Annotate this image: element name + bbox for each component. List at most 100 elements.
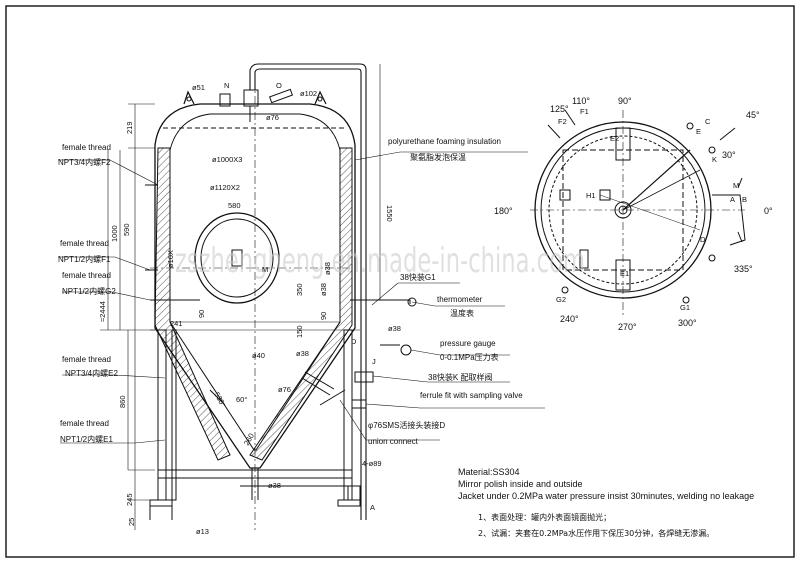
angle-300: 300° [678, 318, 697, 328]
dim-m: M [262, 265, 268, 274]
angle-0: 0° [764, 206, 773, 216]
angle-30: 30° [722, 150, 736, 160]
angle-240: 240° [560, 314, 579, 324]
dim-v860: 860 [118, 395, 127, 408]
gauge-en: pressure gauge [440, 339, 496, 348]
dim-d1120x2: ø1120X2 [210, 183, 240, 192]
thermometer-en: thermometer [437, 295, 483, 304]
dim-a60: 60° [236, 395, 247, 404]
dim-d38-right: ø38 [319, 283, 328, 296]
angle-45: 45° [746, 110, 760, 120]
note-cn2: 2、试漏：夹套在0.2MPa水压作用下保压30分钟，各焊缝无渗漏。 [478, 529, 715, 538]
port-m: M [733, 181, 739, 190]
dim-d51: ø51 [192, 83, 205, 92]
dim-v25: 25 [127, 518, 136, 526]
dim-d: D [351, 337, 357, 346]
dim-d76-top: ø76 [266, 113, 279, 122]
dim-d38-k: ø38 [388, 324, 401, 333]
g1-label: 38快装G1 [400, 272, 436, 282]
leader-lines [58, 151, 545, 444]
sampling-cn: 38快装K 配取样阀 [428, 372, 492, 382]
dim-a: A [370, 503, 375, 512]
insulation-cn: 聚氨脂发泡保温 [410, 152, 466, 162]
gauge-cn: 0-0.1MPa压力表 [440, 352, 499, 362]
port-d: D [700, 235, 706, 244]
drawing-border [5, 5, 795, 558]
callout-e1-en: female thread [60, 419, 109, 428]
left-callouts: female thread NPT3/4内螺F2 female thread N… [58, 143, 118, 444]
port-g2: G2 [556, 295, 566, 304]
dim-v219: 219 [125, 121, 134, 134]
angle-90: 90° [618, 96, 632, 106]
note-jacket: Jacket under 0.2MPa water pressure insis… [458, 491, 755, 501]
dim-v1000: 1000 [110, 225, 119, 242]
port-h1: H1 [586, 191, 596, 200]
dim-d13: ø13 [196, 527, 209, 536]
callout-e2-spec: NPT3/4内螺E2 [65, 368, 118, 378]
dim-h90-left: 90 [197, 310, 206, 318]
port-a: A [730, 195, 735, 204]
callout-f1-en: female thread [60, 239, 109, 248]
union-cn: φ76SMS活接头装接D [368, 420, 445, 430]
angle-110: 110° [572, 96, 590, 106]
port-k: K [712, 155, 717, 164]
callout-f2-spec: NPT3/4内螺F2 [58, 157, 111, 167]
watermark: zszhengheng.en.made-in-china.com [175, 241, 585, 281]
insulation-en: polyurethane foaming insulation [388, 137, 501, 146]
angle-180: 180° [494, 206, 513, 216]
dim-d40: ø40 [252, 351, 265, 360]
callout-e1-spec: NPT1/2内螺E1 [60, 434, 113, 444]
dim-d1000x3: ø1000X3 [212, 155, 242, 164]
tank-plan-view [530, 109, 746, 318]
dim-d38-bottom: ø38 [268, 481, 281, 490]
left-dimension-lines [100, 64, 381, 530]
dim-j: J [372, 357, 376, 366]
dim-o: O [276, 81, 282, 90]
insulation-right [249, 147, 353, 461]
dim-h241: 241 [170, 319, 183, 328]
side-dimensions: ø51 N O ø102 ø76 ø1000X3 ø1120X2 580 ø16… [98, 81, 401, 536]
port-f1: F1 [580, 107, 589, 116]
plan-angles: 90° 110° 125° 45° 30° 0° 180° 240° 270° … [494, 96, 773, 332]
callout-g2-en: female thread [62, 271, 111, 280]
port-g1: G1 [680, 303, 690, 312]
port-e: E [696, 127, 701, 136]
dim-w580: 580 [228, 201, 241, 210]
dim-v1550: 1550 [385, 205, 394, 222]
angle-270: 270° [618, 322, 637, 332]
dim-h350: 350 [295, 283, 304, 296]
port-b: B [742, 195, 747, 204]
note-material: Material:SS304 [458, 467, 520, 477]
sampling-en: ferrule fit with sampling valve [420, 391, 523, 400]
note-cn1: 1、表面处理：罐内外表面镜面抛光； [478, 513, 612, 522]
port-f2: F2 [558, 117, 567, 126]
port-e1: E1 [620, 269, 629, 278]
dim-n: N [224, 81, 229, 90]
right-callouts: polyurethane foaming insulation 聚氨脂发泡保温 … [368, 137, 523, 446]
union-en: union connect [368, 437, 419, 446]
port-e2: E2 [610, 134, 619, 143]
dim-v590: 590 [122, 223, 131, 236]
plan-port-labels: F1 F2 E2 H1 A B C E K M G2 G1 D E1 [556, 107, 747, 312]
port-c: C [705, 117, 711, 126]
callout-g2-spec: NPT1/2内螺G2 [62, 286, 116, 296]
dim-d102: ø102 [300, 89, 317, 98]
thermometer-cn: 温度表 [450, 308, 474, 318]
angle-335: 335° [734, 264, 753, 274]
dim-h90-right: 90 [319, 312, 328, 320]
angle-125: 125° [550, 104, 569, 114]
callout-f2-en: female thread [62, 143, 111, 152]
callout-e2-en: female thread [62, 355, 111, 364]
note-polish: Mirror polish inside and outside [458, 479, 583, 489]
dim-d16x: ø16X [166, 250, 175, 268]
dim-d38-manway: ø38 [323, 262, 332, 275]
callout-f1-spec: NPT1/2内螺F1 [58, 254, 111, 264]
dim-h150: 150 [295, 325, 304, 338]
dim-d76-bottom: ø76 [278, 385, 291, 394]
dim-v245: 245 [125, 493, 134, 506]
dim-4-89: 4-ø89 [362, 459, 382, 468]
dim-v2444: ≈2444 [98, 301, 107, 322]
dim-d38-cone: ø38 [296, 349, 309, 358]
tank-side-view [145, 63, 417, 530]
